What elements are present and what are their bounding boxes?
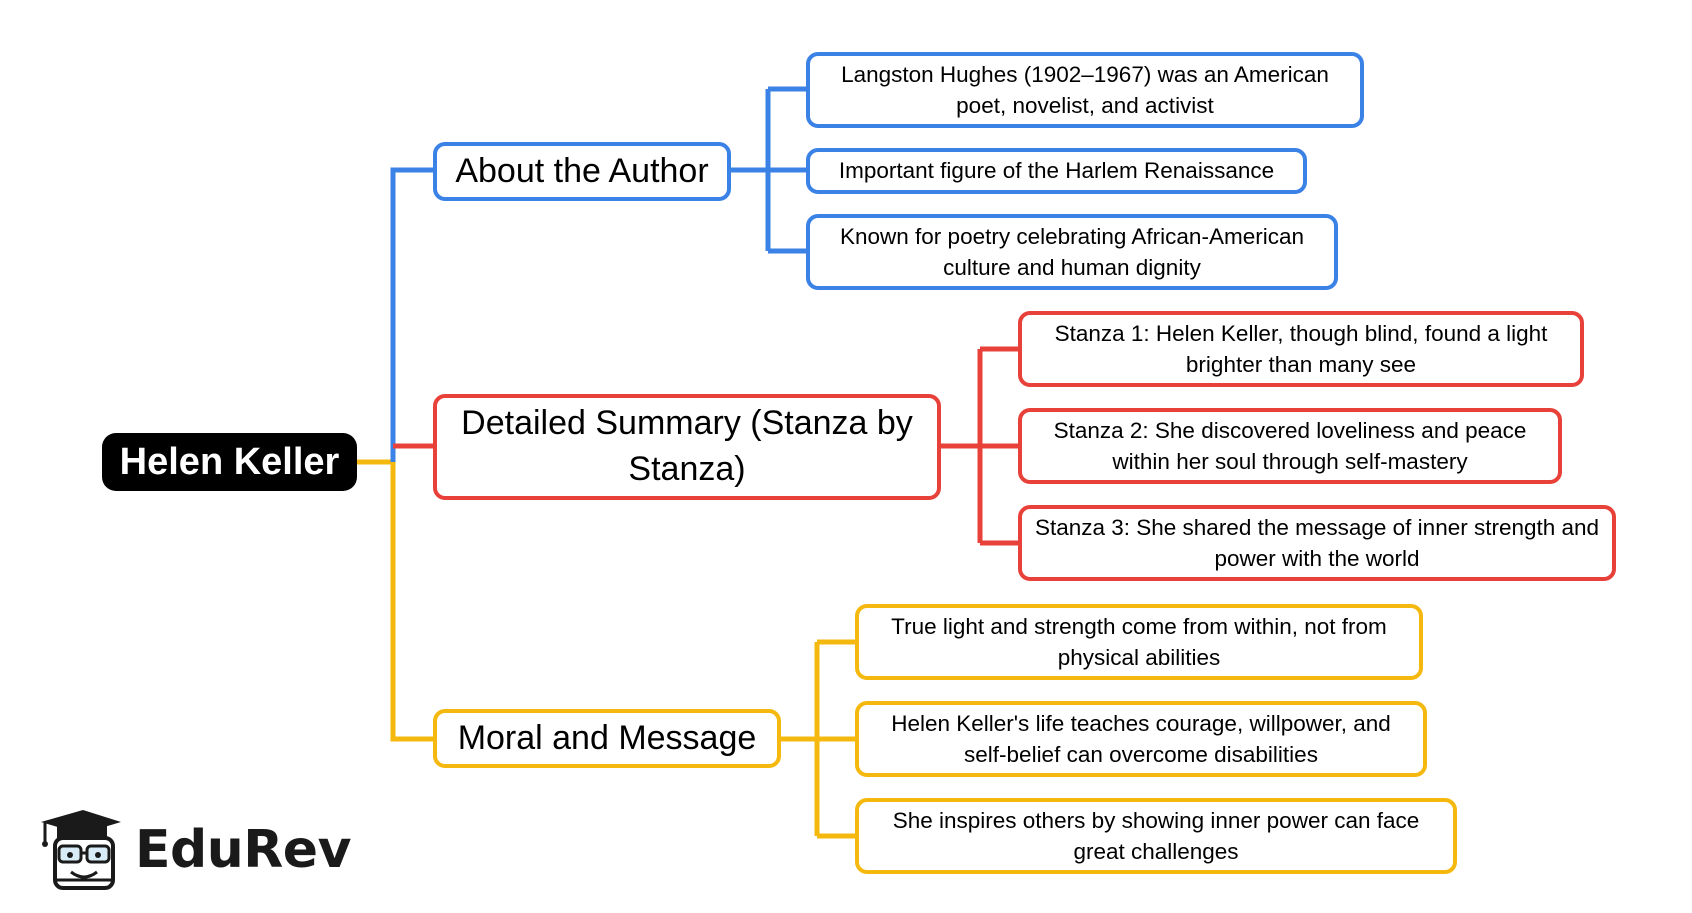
leaf-stanza-1: Stanza 1: Helen Keller, though blind, fo…: [1018, 311, 1584, 387]
leaf-true-light: True light and strength come from within…: [855, 604, 1423, 680]
leaf-label: Langston Hughes (1902–1967) was an Ameri…: [841, 61, 1329, 119]
leaf-label: Helen Keller's life teaches courage, wil…: [891, 710, 1391, 768]
edurev-logo: EduRev: [35, 808, 351, 892]
leaf-label: Important figure of the Harlem Renaissan…: [838, 158, 1275, 184]
branch-label: About the Author: [455, 151, 709, 190]
connector-detailed-summary: [393, 346, 1018, 546]
leaf-label: Stanza 1: Helen Keller, though blind, fo…: [1054, 320, 1548, 378]
leaf-label: She inspires others by showing inner pow…: [892, 807, 1420, 865]
connector-about-author: [390, 86, 806, 462]
leaf-label: Known for poetry celebrating African-Ame…: [840, 223, 1304, 281]
root-label: Helen Keller: [119, 440, 340, 483]
leaf-inspires-others: She inspires others by showing inner pow…: [855, 798, 1457, 874]
graduation-cap-mascot-icon: [41, 810, 121, 890]
leaf-author-bio: Langston Hughes (1902–1967) was an Ameri…: [806, 52, 1364, 128]
branch-label: Detailed Summary (Stanza by Stanza): [461, 404, 913, 488]
leaf-label: True light and strength come from within…: [891, 613, 1387, 671]
connector-moral-message: [390, 462, 855, 839]
branch-moral-message: Moral and Message: [433, 709, 781, 768]
leaf-stanza-2: Stanza 2: She discovered loveliness and …: [1018, 408, 1562, 484]
logo-text: EduRev: [135, 820, 351, 880]
branch-detailed-summary: Detailed Summary (Stanza by Stanza): [433, 394, 941, 500]
root-node: Helen Keller: [102, 433, 357, 491]
branch-about-author: About the Author: [433, 142, 731, 201]
leaf-courage-willpower: Helen Keller's life teaches courage, wil…: [855, 701, 1427, 777]
leaf-known-for-poetry: Known for poetry celebrating African-Ame…: [806, 214, 1338, 290]
leaf-label: Stanza 3: She shared the message of inne…: [1034, 514, 1600, 572]
leaf-harlem-renaissance: Important figure of the Harlem Renaissan…: [806, 148, 1307, 194]
leaf-stanza-3: Stanza 3: She shared the message of inne…: [1018, 505, 1616, 581]
leaf-label: Stanza 2: She discovered loveliness and …: [1053, 417, 1527, 475]
branch-label: Moral and Message: [457, 718, 757, 757]
